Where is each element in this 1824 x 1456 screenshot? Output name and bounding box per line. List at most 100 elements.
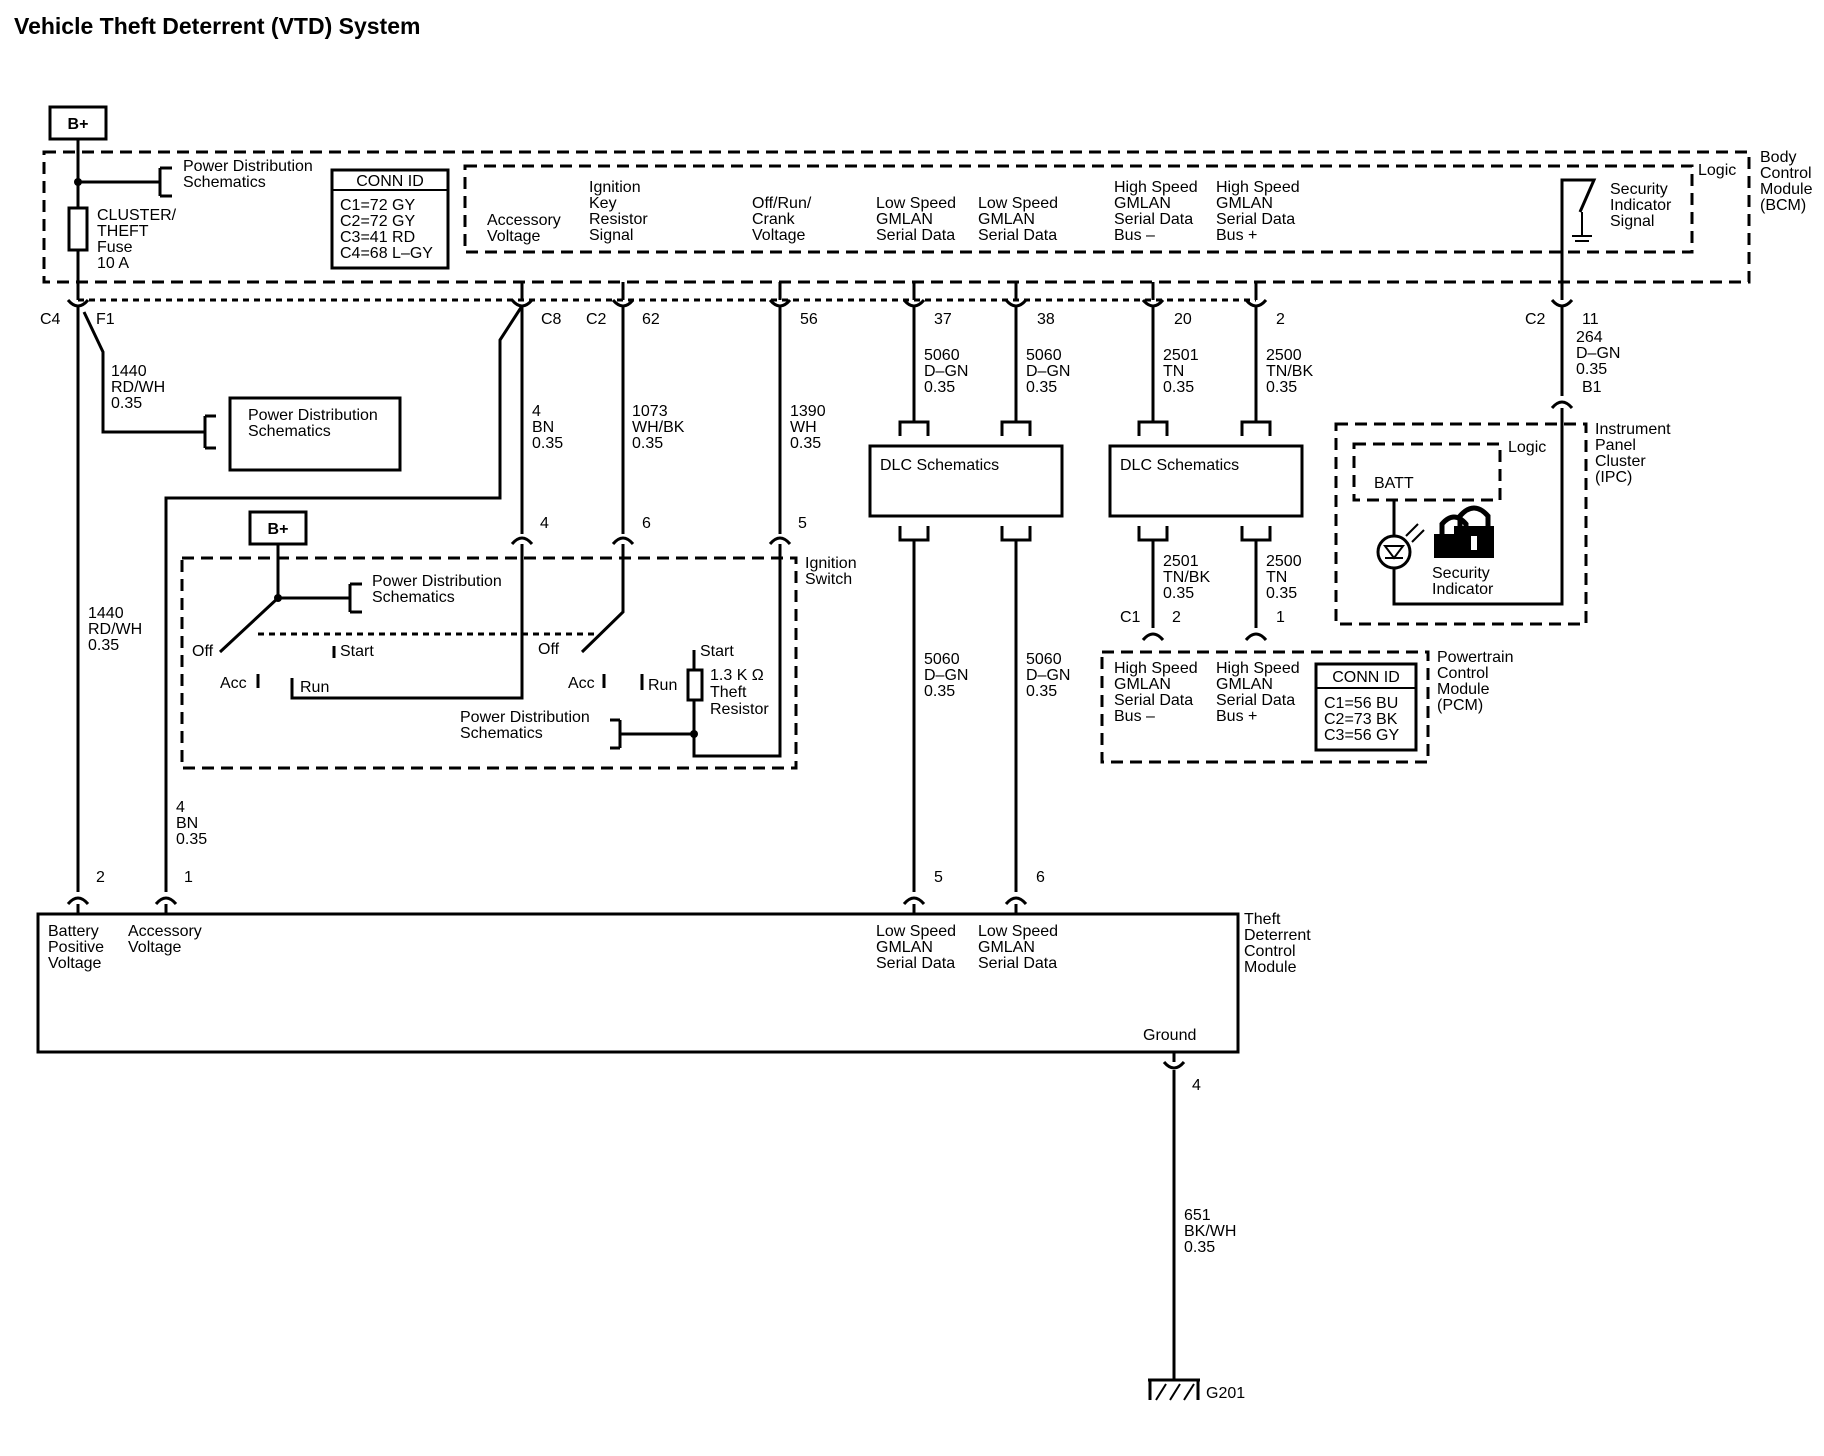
bcm-conn-id-title: CONN ID <box>356 173 424 190</box>
svg-text:Control: Control <box>1760 165 1812 182</box>
svg-text:High Speed: High Speed <box>1114 179 1198 196</box>
svg-text:0.35: 0.35 <box>1184 1239 1215 1256</box>
svg-text:Panel: Panel <box>1595 437 1636 454</box>
pin-label-c8: C8 <box>541 311 562 328</box>
svg-text:Module: Module <box>1760 181 1813 198</box>
bcm-high-speed-gmlan-plus-label: High Speed GMLAN Serial Data Bus + <box>1216 179 1300 244</box>
svg-text:Serial Data: Serial Data <box>978 227 1057 244</box>
ground-symbol-icon <box>1148 1378 1200 1401</box>
svg-text:DLC Schematics: DLC Schematics <box>1120 457 1239 474</box>
svg-text:Low Speed: Low Speed <box>876 195 956 212</box>
wire-4bn-to-tdcm <box>164 305 524 892</box>
pin-label-56: 56 <box>800 311 818 328</box>
svg-text:GMLAN: GMLAN <box>1114 676 1171 693</box>
svg-text:Power Distribution: Power Distribution <box>460 709 590 726</box>
svg-text:0.35: 0.35 <box>1576 361 1607 378</box>
bcm-low-speed-gmlan-label-1: Low Speed GMLAN Serial Data <box>876 195 956 244</box>
ignition-switch-label: Ignition <box>805 555 857 572</box>
fuse-label: CLUSTER/ THEFT Fuse 10 A <box>97 207 177 272</box>
svg-text:Logic: Logic <box>1508 439 1546 456</box>
svg-text:Low Speed: Low Speed <box>876 923 956 940</box>
bcm-logic-outline <box>463 164 1694 254</box>
svg-text:Indicator: Indicator <box>1432 581 1494 598</box>
svg-text:Fuse: Fuse <box>97 239 133 256</box>
svg-text:G201: G201 <box>1206 1385 1245 1402</box>
pin-label-20: 20 <box>1174 311 1192 328</box>
svg-text:4: 4 <box>176 799 185 816</box>
bcm-outline <box>42 150 1751 284</box>
svg-text:High Speed: High Speed <box>1216 660 1300 677</box>
pin-label-c2-ipc: C2 <box>1525 311 1546 328</box>
svg-text:Positive: Positive <box>48 939 104 956</box>
svg-text:0.35: 0.35 <box>924 379 955 396</box>
ignition-switch-arm-1[interactable] <box>218 596 280 654</box>
svg-text:Resistor: Resistor <box>710 701 769 718</box>
svg-text:Run: Run <box>300 679 329 696</box>
svg-text:Powertrain: Powertrain <box>1437 649 1513 666</box>
svg-text:D–GN: D–GN <box>924 363 968 380</box>
svg-text:Voltage: Voltage <box>48 955 101 972</box>
svg-text:(BCM): (BCM) <box>1760 197 1806 214</box>
bcm-low-speed-gmlan-label-2: Low Speed GMLAN Serial Data <box>978 195 1058 244</box>
svg-text:Theft: Theft <box>1244 911 1281 928</box>
svg-text:Serial Data: Serial Data <box>978 955 1057 972</box>
pin-label-37: 37 <box>934 311 952 328</box>
svg-text:0.35: 0.35 <box>88 637 119 654</box>
svg-text:BN: BN <box>532 419 554 436</box>
svg-text:Off/Run/: Off/Run/ <box>752 195 812 212</box>
svg-text:Instrument: Instrument <box>1595 421 1671 438</box>
svg-text:Module: Module <box>1244 959 1297 976</box>
led-indicator-icon <box>1376 534 1412 570</box>
svg-text:Accessory: Accessory <box>128 923 202 940</box>
svg-text:2501: 2501 <box>1163 347 1199 364</box>
pin-label-11: 11 <box>1582 311 1599 328</box>
svg-text:0.35: 0.35 <box>1026 379 1057 396</box>
svg-text:C1=72 GY: C1=72 GY <box>340 197 415 214</box>
dlc-schematics-box-2 <box>1108 444 1304 518</box>
svg-text:Indicator: Indicator <box>1610 197 1672 214</box>
theft-resistor <box>686 668 704 702</box>
pcm-outline <box>1100 650 1430 764</box>
svg-text:651: 651 <box>1184 1207 1211 1224</box>
tdcm-connector-pins <box>66 896 1028 906</box>
svg-text:2: 2 <box>96 869 105 886</box>
svg-text:Deterrent: Deterrent <box>1244 927 1311 944</box>
svg-text:WH: WH <box>790 419 817 436</box>
wire-1440-label-b: 1440 <box>88 605 124 622</box>
svg-text:Ground: Ground <box>1143 1027 1196 1044</box>
ignition-switch-outline <box>180 556 798 770</box>
security-switch-icon <box>1560 178 1597 266</box>
svg-text:Serial Data: Serial Data <box>1114 211 1193 228</box>
bcm-high-speed-gmlan-minus-label: High Speed GMLAN Serial Data Bus – <box>1114 179 1198 244</box>
svg-text:RD/WH: RD/WH <box>88 621 142 638</box>
svg-text:5: 5 <box>798 515 807 532</box>
bcm-conn-id-list: C1=72 GY C2=72 GY C3=41 RD C4=68 L–GY <box>340 197 433 262</box>
svg-text:6: 6 <box>642 515 651 532</box>
security-lock-icon <box>1434 505 1494 558</box>
svg-text:Battery: Battery <box>48 923 99 940</box>
svg-text:4: 4 <box>1192 1077 1201 1094</box>
svg-text:Schematics: Schematics <box>372 589 455 606</box>
svg-text:TN/BK: TN/BK <box>1163 569 1210 586</box>
svg-text:Serial Data: Serial Data <box>1216 692 1295 709</box>
svg-text:0.35: 0.35 <box>790 435 821 452</box>
pin-label-2: 2 <box>1276 311 1285 328</box>
cluster-theft-fuse <box>67 206 89 252</box>
svg-text:5060: 5060 <box>924 651 960 668</box>
svg-text:Bus +: Bus + <box>1216 227 1257 244</box>
svg-text:(IPC): (IPC) <box>1595 469 1632 486</box>
theft-deterrent-control-module <box>36 912 1240 1054</box>
svg-text:Control: Control <box>1437 665 1489 682</box>
svg-text:TN/BK: TN/BK <box>1266 363 1313 380</box>
svg-text:Serial Data: Serial Data <box>876 227 955 244</box>
svg-text:Serial Data: Serial Data <box>1216 211 1295 228</box>
svg-text:GMLAN: GMLAN <box>978 939 1035 956</box>
svg-text:D–GN: D–GN <box>1026 363 1070 380</box>
svg-text:4: 4 <box>532 403 541 420</box>
svg-text:CLUSTER/: CLUSTER/ <box>97 207 177 224</box>
svg-text:C1=56 BU: C1=56 BU <box>1324 695 1398 712</box>
bcm-power-distribution-label: Power Distribution Schematics <box>183 158 313 191</box>
svg-text:Low Speed: Low Speed <box>978 923 1058 940</box>
svg-text:Module: Module <box>1437 681 1490 698</box>
